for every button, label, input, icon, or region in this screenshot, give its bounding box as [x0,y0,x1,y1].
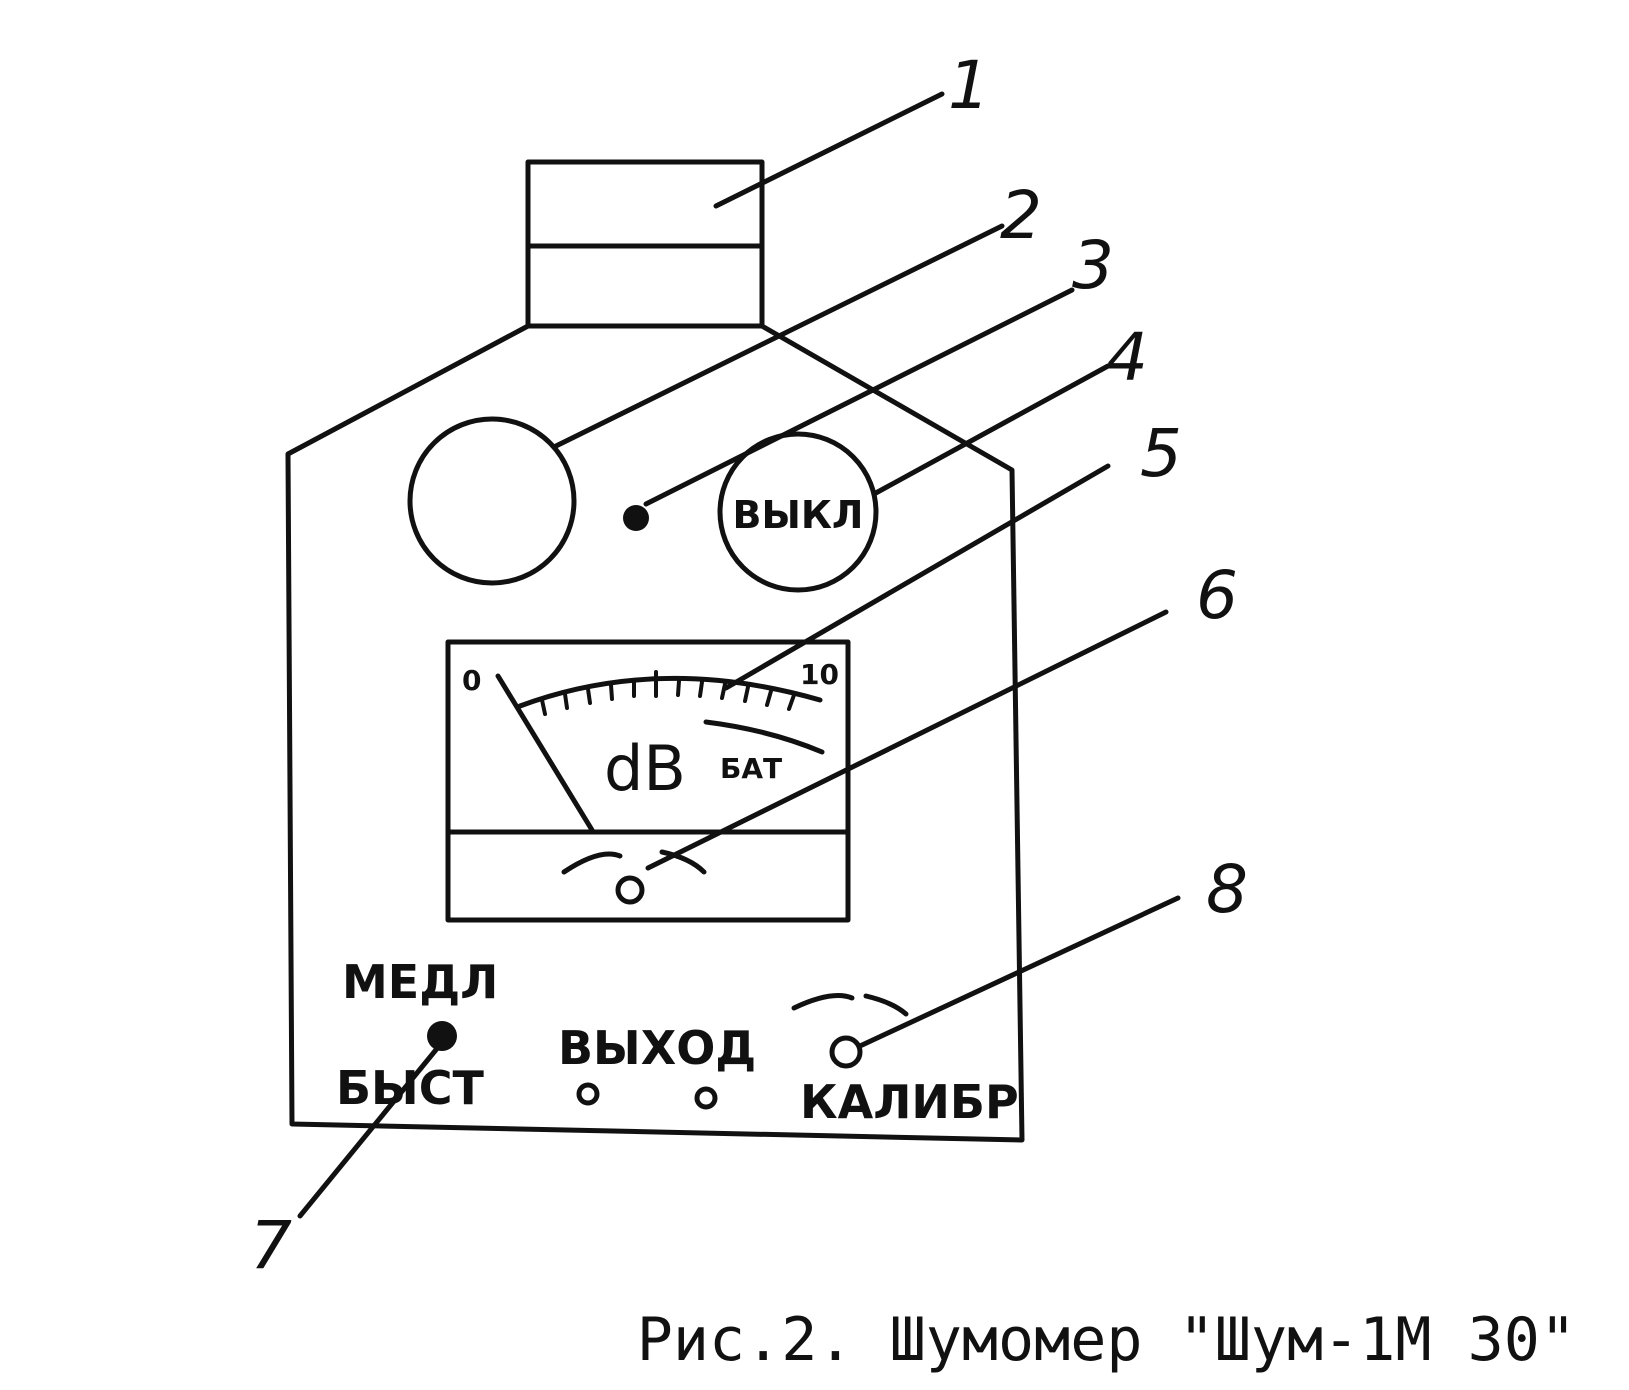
calibrate-control: КАЛИБР [791,993,1019,1129]
microphone-head [525,159,765,329]
battery-label: БАТ [720,752,782,785]
zero-adjust-screw [561,849,707,905]
round-control [407,416,577,586]
figure-caption: Рис.2. Шумомер "Шум-1М 30" [637,1305,1576,1375]
callout-1: 1 [948,47,990,124]
meter-window: 0 10 dB БАТ [445,639,851,923]
meter-unit: dB [604,732,686,805]
meter-scale-max: 10 [800,658,839,691]
mode-switch: МЕДЛ БЫСТ [336,955,498,1115]
leader-lines [297,91,1181,1219]
meter-needle [495,673,595,833]
output-label: ВЫХОД [558,1021,756,1075]
callout-5: 5 [1140,415,1182,492]
calibrate-label: КАЛИБР [800,1075,1019,1129]
mode-switch-fast-label: БЫСТ [336,1061,484,1115]
output-socket-right [694,1086,718,1110]
device-body [285,323,1025,1143]
callout-8: 8 [1206,851,1248,928]
mode-switch-slow-label: МЕДЛ [342,955,498,1009]
meter-scale-ticks [540,670,796,716]
callout-4: 4 [1106,319,1148,396]
off-knob-label: ВЫКЛ [733,493,864,537]
indicator-dot [623,505,649,531]
meter-scale-min: 0 [462,664,481,697]
off-knob: ВЫКЛ [717,431,879,593]
callout-numbers: 1 2 3 4 5 6 7 8 [250,47,1248,1284]
calibrate-knob [829,1035,863,1069]
callout-2: 2 [1000,177,1042,254]
callout-6: 6 [1196,557,1238,634]
callout-3: 3 [1072,227,1114,304]
callout-7: 7 [250,1207,292,1284]
output-sockets: ВЫХОД [558,1021,756,1110]
output-socket-left [576,1082,600,1106]
mode-switch-knob [427,1021,457,1051]
